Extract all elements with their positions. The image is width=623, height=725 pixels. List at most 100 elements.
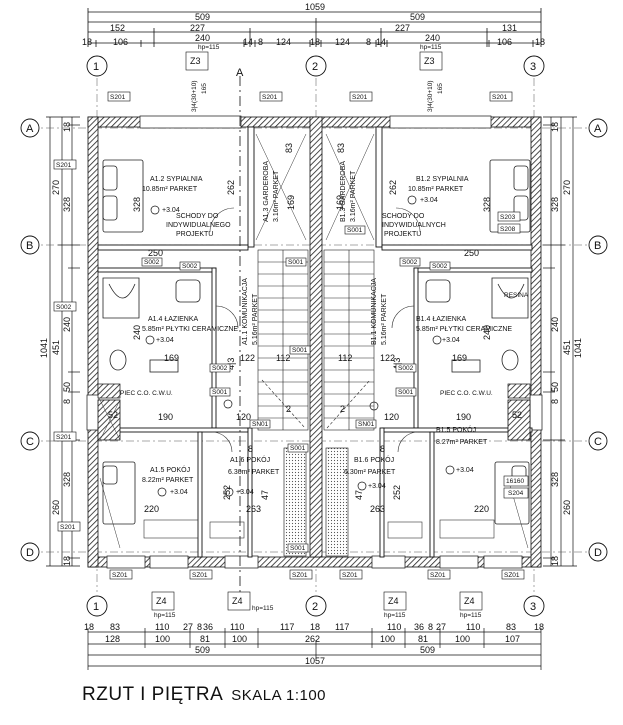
drawing-scale: SKALA 1:100 <box>231 687 327 704</box>
room-b16-level: +3.04 <box>368 483 386 490</box>
dim-112-left: 112 <box>276 353 290 363</box>
room-a13-label: A1.3 GARDEROBA <box>263 161 270 222</box>
tag-16160: 16160 <box>506 478 524 485</box>
chimney-flues <box>97 399 531 441</box>
tag-s201-5: S201 <box>56 162 72 169</box>
right-inner-dim-5: 8 <box>550 399 560 404</box>
dim-83-left: 83 <box>284 143 294 153</box>
tag-z3-right: Z3 <box>424 56 435 66</box>
stairs-note-right-2: INDYWIDUALNYCH <box>382 222 446 229</box>
dim-8-left: 8 <box>248 444 253 454</box>
top-row3-dim-3: 240 <box>195 33 210 43</box>
bottom-row1-dim-4: 27 <box>183 622 193 632</box>
left-outer-dim-1: 270 <box>51 180 61 195</box>
left-dimensions <box>46 116 80 567</box>
section-mark-top: A <box>236 67 244 79</box>
beds <box>102 159 531 525</box>
room-a14-area: 5.85m² PŁYTKI CERAMICZNE <box>142 326 238 333</box>
tag-s002-2: S002 <box>182 263 198 270</box>
axis-col-3-bottom: 3 <box>530 601 536 613</box>
top-half-right-dim: 509 <box>410 12 425 22</box>
tag-sz01-4: SZ01 <box>342 572 358 579</box>
room-b14-level: +3.04 <box>442 337 460 344</box>
right-outer-dim-2: 451 <box>562 340 572 355</box>
dim-190-right: 190 <box>456 412 471 422</box>
tag-hp-3: hp=115 <box>384 612 406 619</box>
dim-169-right: 169 <box>452 353 467 363</box>
tag-z4-2: Z4 <box>232 596 243 606</box>
axis-row-d-right: D <box>594 547 602 559</box>
dim-8-right: 8 <box>380 444 385 454</box>
room-a15-level: +3.04 <box>170 489 188 496</box>
bottom-row1-dim-12: 36 <box>414 622 424 632</box>
tag-s001-5: S001 <box>398 389 414 396</box>
bottom-row2-dim-5: 262 <box>305 634 320 644</box>
dim-220-left: 220 <box>144 504 159 514</box>
tag-s201-2: S201 <box>262 94 278 101</box>
tag-s201-3: S201 <box>352 94 368 101</box>
tag-z4-1: Z4 <box>156 596 167 606</box>
bottom-row2-dim-2: 100 <box>155 634 170 644</box>
right-inner-dim-2: 328 <box>550 197 560 212</box>
room-a14-id: A1.4 ŁAZIENKA <box>148 316 199 323</box>
top-dimension-ticks <box>87 8 542 47</box>
top-row3-dim-13: 18 <box>535 37 545 47</box>
room-b13-label: B1.3 GARDEROBA <box>340 161 347 222</box>
tag-s001-2: S001 <box>347 227 363 234</box>
interior-walls <box>97 126 533 558</box>
bottom-row1-dim-17: 18 <box>534 622 544 632</box>
dim-112-right: 112 <box>338 353 352 363</box>
axis-row-c-right: C <box>594 436 602 448</box>
room-b15-id: B1.5 POKÓJ <box>436 425 476 434</box>
tag-elev-right: 3|4(30+10) <box>427 80 434 112</box>
tag-s208: S208 <box>500 226 516 233</box>
right-inner-dim-3: 240 <box>550 317 560 332</box>
tag-sz01-2: SZ01 <box>192 572 208 579</box>
tag-s001-6: S001 <box>290 445 306 452</box>
bottom-row1-dim-7: 110 <box>230 622 244 632</box>
room-b11-label: B1.1 KOMUNIKACJA <box>371 278 378 345</box>
dim-190-left: 190 <box>158 412 173 422</box>
bottom-row1-dim-14: 27 <box>436 622 446 632</box>
axis-col-3-top: 3 <box>530 61 536 73</box>
tag-s001-1: S001 <box>288 259 304 266</box>
dim-250-right: 250 <box>464 248 479 258</box>
bottom-row1-dim-16: 83 <box>506 622 516 632</box>
right-total-dim: 1041 <box>573 338 583 358</box>
bottom-total-dim: 1057 <box>305 656 325 666</box>
top-row2-dim-4: 131 <box>502 23 517 33</box>
tag-s002-3: S002 <box>144 259 160 266</box>
tag-sz01-1: SZ01 <box>112 572 128 579</box>
right-inner-dim-7: 18 <box>550 556 560 566</box>
top-dimensions <box>88 11 541 44</box>
dim-47-left: 47 <box>260 490 270 500</box>
dim-83-right: 83 <box>336 143 346 153</box>
boiler-label-left: PIEC C.O. C.W.U. <box>120 390 173 397</box>
dim-120-right: 120 <box>384 412 399 422</box>
dim-263-left: 263 <box>246 504 261 514</box>
axis-row-c-left: C <box>26 436 34 448</box>
bottom-row2-dim-1: 128 <box>105 634 120 644</box>
dim-240-right: 240 <box>482 325 492 340</box>
tag-sz01-3: SZ01 <box>292 572 308 579</box>
dim-328-left: 328 <box>132 197 142 212</box>
dim-2-right: 2 <box>340 404 345 414</box>
room-b11-area: 5.16m² PARKET <box>381 293 388 345</box>
window-openings <box>86 115 543 569</box>
room-b14-area: 5.85m² PŁYTKI CERAMICZNE <box>416 326 512 333</box>
tag-elev-left: 3|4(30+10) <box>191 80 198 112</box>
axis-row-b-left: B <box>26 240 33 252</box>
top-row3-dim-7: 18 <box>310 37 320 47</box>
dim-120-left: 120 <box>236 412 251 422</box>
bottom-row2-dim-8: 100 <box>455 634 470 644</box>
bottom-row1-dim-3: 110 <box>155 622 169 632</box>
boiler-niches <box>97 383 531 399</box>
bottom-row2-dim-3: 81 <box>200 634 210 644</box>
tag-sn01-1: SN01 <box>252 421 269 428</box>
dim-169-gard-right: 169 <box>335 195 345 210</box>
bottom-row1-dim-9: 18 <box>310 622 320 632</box>
top-row3-dim-6: 124 <box>276 37 291 47</box>
dim-262-left: 262 <box>226 180 236 195</box>
room-a11-area: 5.16m² PARKET <box>252 293 259 345</box>
room-b16-area: 6.30m² PARKET <box>344 469 396 476</box>
